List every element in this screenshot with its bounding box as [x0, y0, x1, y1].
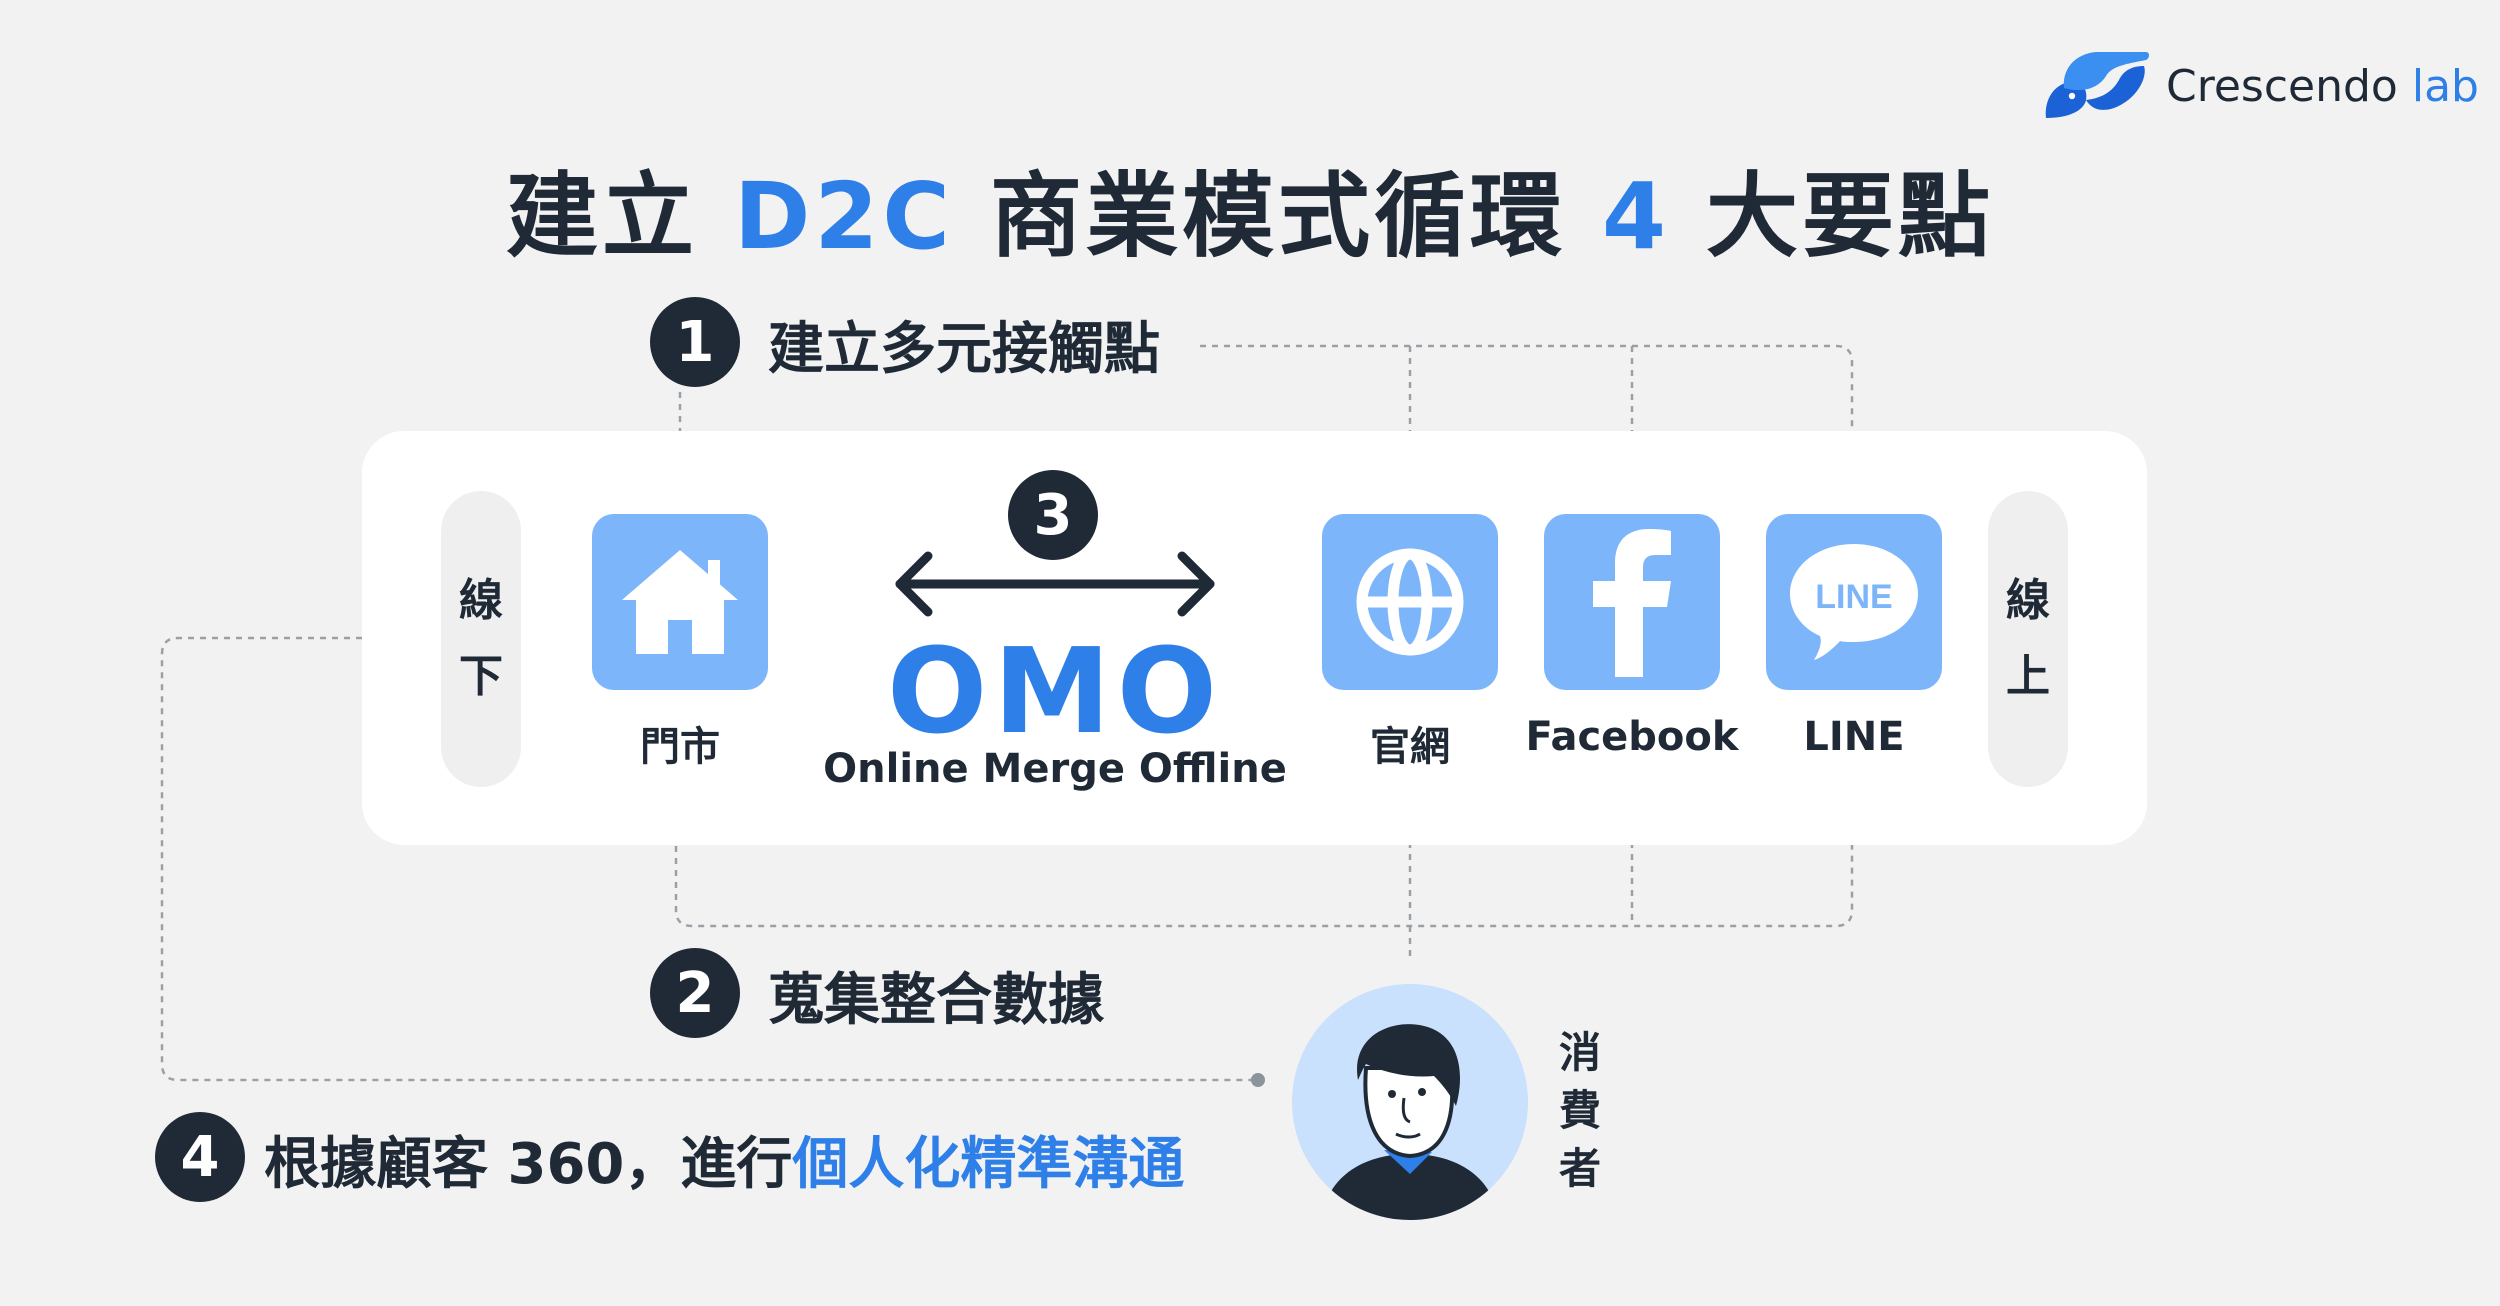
title-number: 4	[1601, 163, 1670, 270]
website-tile	[1322, 514, 1498, 690]
line-badge-text: LINE	[1815, 578, 1892, 616]
consumer-label: 消 費 者	[1558, 1028, 1601, 1193]
house-icon	[622, 550, 738, 654]
line-label: LINE	[1803, 714, 1905, 760]
page-title: 建立 D2C 商業模式循環 4 大要點	[505, 163, 1995, 270]
facebook-icon	[1593, 529, 1671, 677]
brand-logo: Crescendo lab	[2040, 44, 2479, 128]
crescendo-bird-icon	[2045, 52, 2149, 118]
bidirectional-arrow-icon	[895, 551, 1215, 617]
offline-pill: 線 下	[441, 491, 521, 787]
facebook-tile	[1544, 514, 1720, 690]
online-pill: 線 上	[1988, 491, 2068, 787]
step-2-label: 蒐集整合數據	[768, 968, 1104, 1033]
step-2-badge: 2	[650, 948, 740, 1038]
store-label: 門市	[640, 724, 720, 770]
omo-title: OMO	[886, 622, 1224, 760]
step-1-label: 建立多元接觸點	[768, 317, 1160, 382]
line-icon: LINE	[1790, 544, 1918, 660]
step-1-badge: 1	[650, 297, 740, 387]
title-highlight: D2C	[734, 163, 954, 270]
facebook-label: Facebook	[1525, 714, 1739, 760]
website-label: 官網	[1370, 724, 1450, 770]
globe-icon	[1356, 548, 1464, 656]
store-tile	[592, 514, 768, 690]
step-4-label: 根據顧客 360，進行個人化精準溝通	[264, 1132, 1185, 1197]
line-tile: LINE	[1766, 514, 1942, 690]
step-4-badge: 4	[155, 1112, 245, 1202]
step-4-highlight: 個人化精準溝通	[792, 1132, 1185, 1197]
omo-subtitle: Online Merge Offline	[823, 746, 1287, 792]
brand-name: Crescendo lab	[2166, 60, 2479, 112]
step-3-badge: 3	[1008, 470, 1098, 560]
consumer-avatar	[1292, 984, 1528, 1220]
